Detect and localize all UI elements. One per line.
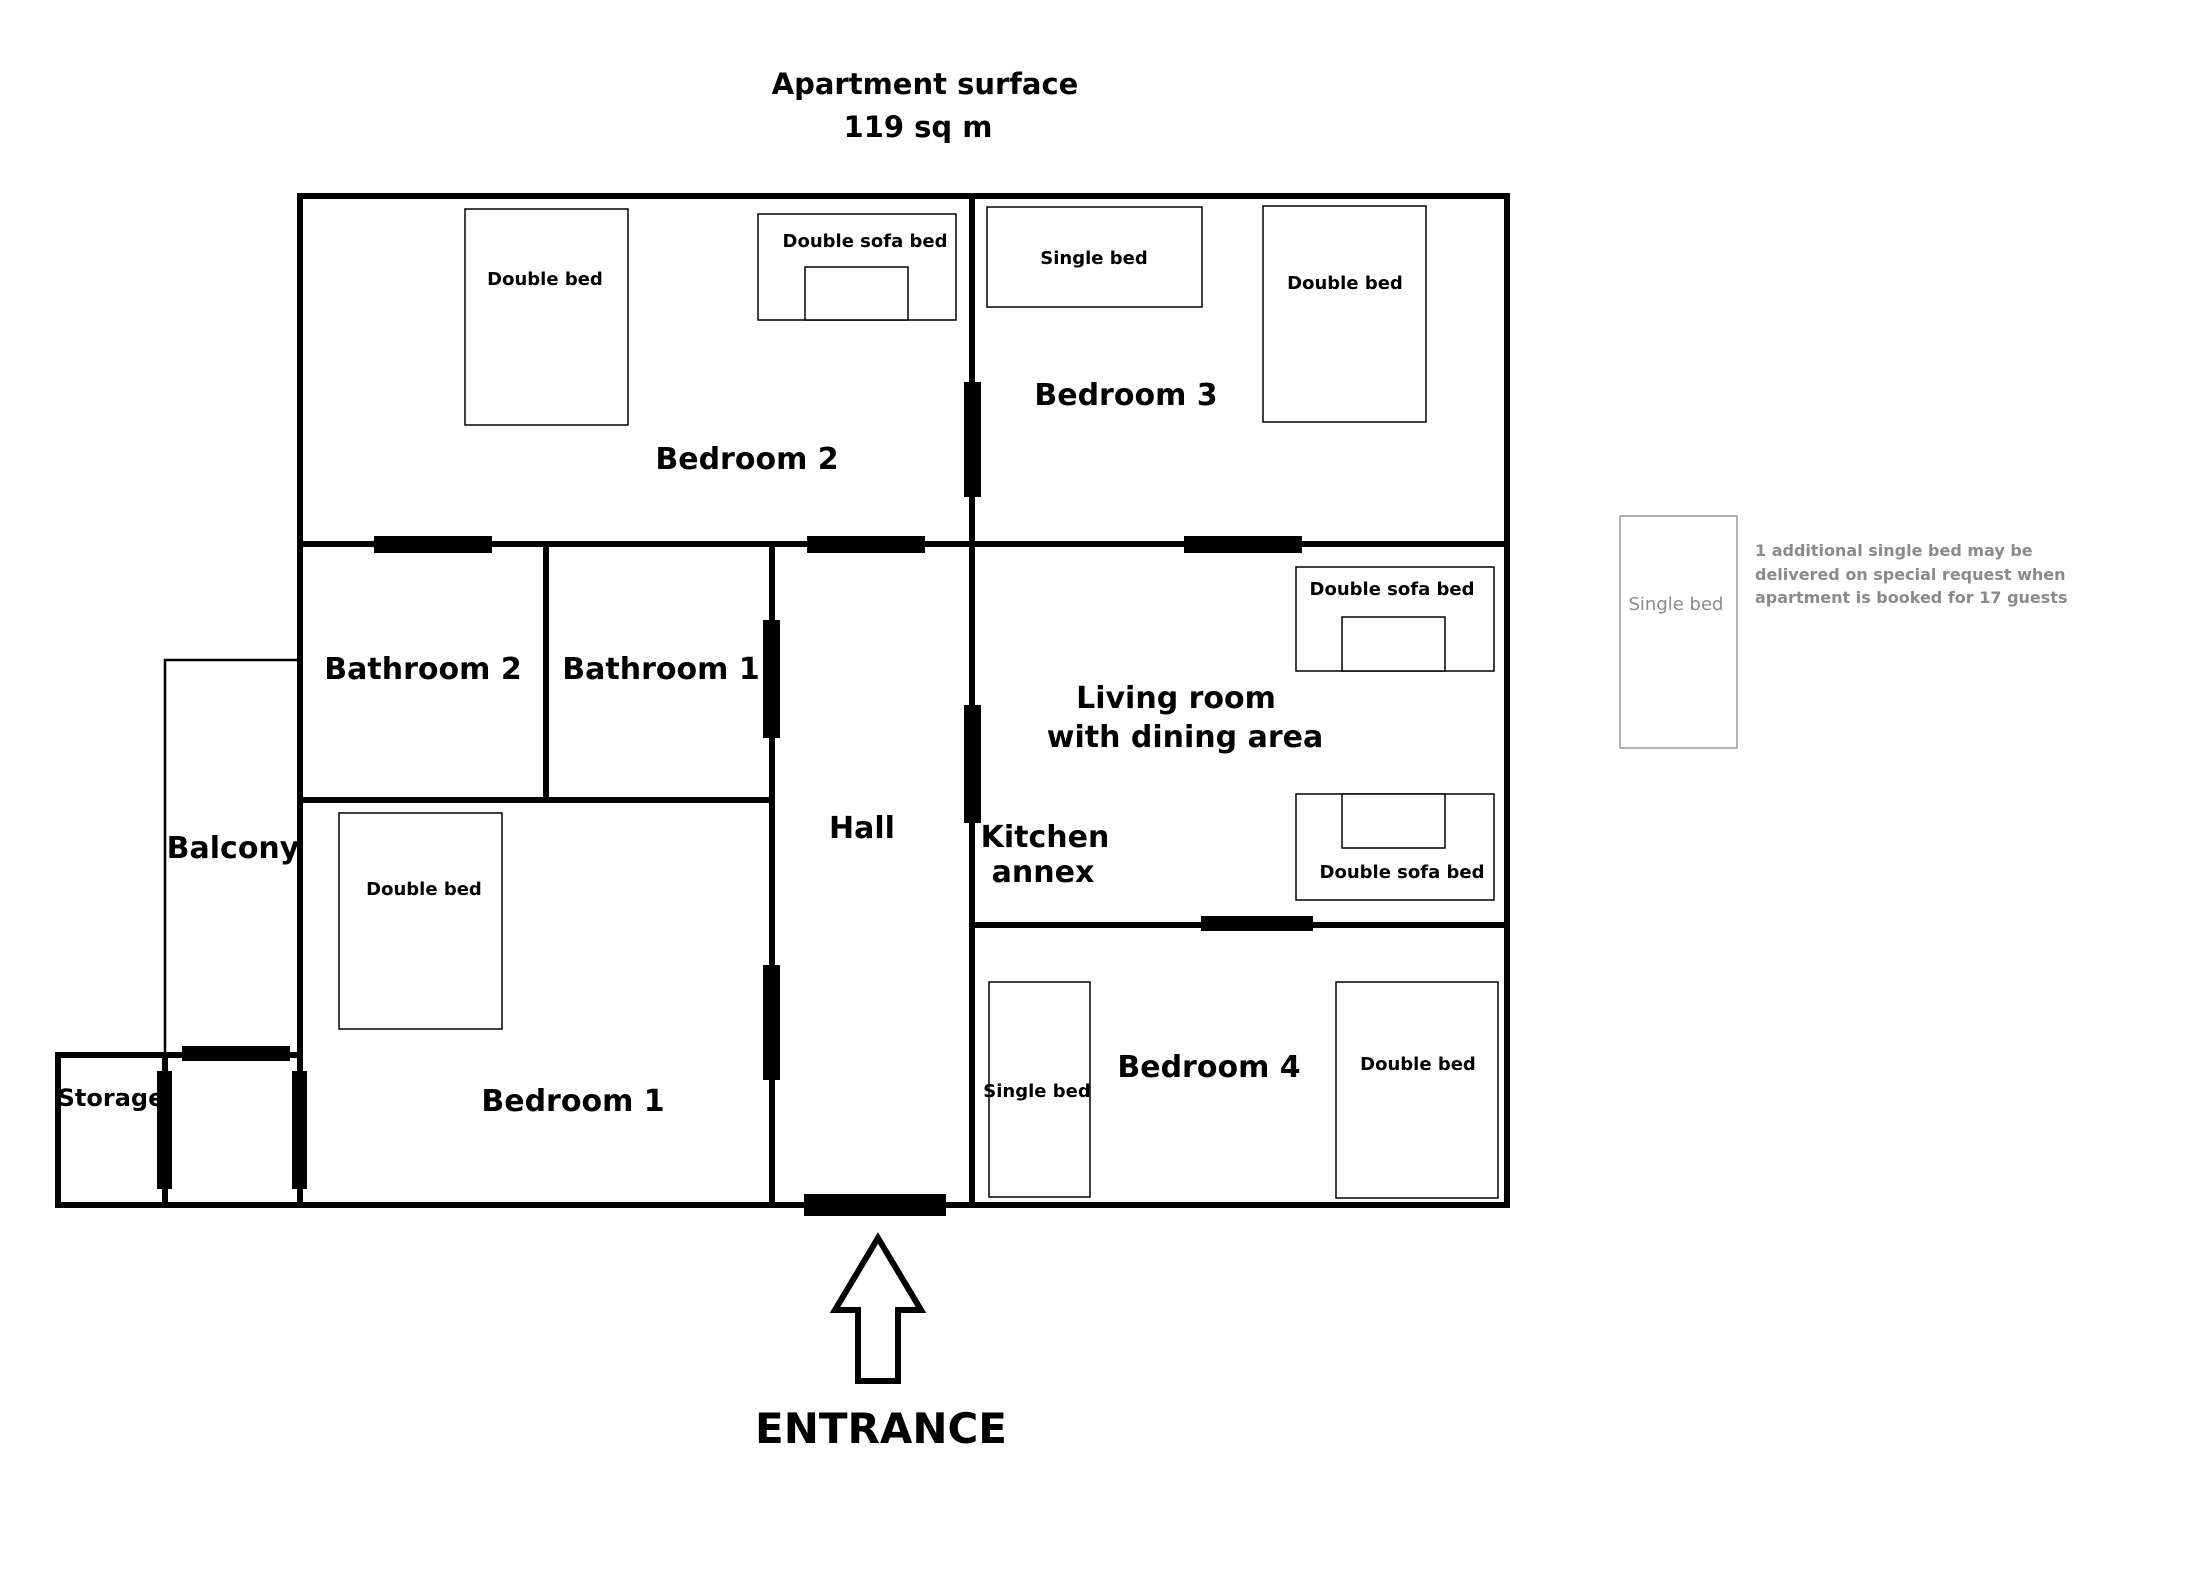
room-label-living-room: Living room (1076, 681, 1276, 716)
bedroom-4-double-bed: Double bed (1335, 981, 1499, 1199)
bedroom-3-single-bed: Single bed (986, 206, 1203, 308)
room-label-bedroom-2: Bedroom 2 (655, 442, 838, 477)
entrance-arrow-icon (829, 1232, 927, 1384)
room-label-bedroom-1: Bedroom 1 (481, 1084, 664, 1119)
bedroom-3-double-bed: Double bed (1262, 205, 1427, 423)
extra-bed-label: Single bed (1629, 594, 1724, 615)
single-bed-label: Single bed (983, 1081, 1090, 1102)
sofa-bed-label: Double sofa bed (1310, 579, 1475, 600)
doors (157, 382, 1313, 1216)
room-label-bedroom-3: Bedroom 3 (1034, 378, 1217, 413)
extra-bed-note-line-2: delivered on special request when (1755, 565, 2066, 584)
room-label-annex: annex (992, 855, 1095, 890)
bedroom-2-sofa-bed: Double sofa bed (757, 213, 957, 321)
double-bed-label: Double bed (1287, 273, 1403, 294)
room-label-dining-area: with dining area (1047, 720, 1323, 755)
balcony-storage-walls (55, 658, 303, 1208)
room-label-storage: Storage (58, 1084, 165, 1112)
plan-title: Apartment surface (772, 67, 1079, 101)
room-label-bathroom-2: Bathroom 2 (324, 652, 521, 687)
extra-bed-note-line-1: 1 additional single bed may be (1755, 541, 2033, 560)
bedroom-1-double-bed: Double bed (338, 812, 503, 1030)
sofa-bed-label: Double sofa bed (783, 231, 948, 252)
interior-walls (297, 193, 1510, 1208)
single-bed-label: Single bed (1040, 248, 1147, 269)
living-room-sofa-bed-bottom: Double sofa bed (1295, 793, 1495, 901)
double-bed-label: Double bed (366, 879, 482, 900)
extra-bed-note-line-3: apartment is booked for 17 guests (1755, 588, 2067, 607)
room-label-hall: Hall (829, 811, 895, 846)
room-label-bathroom-1: Bathroom 1 (562, 652, 759, 687)
bedroom-4-single-bed: Single bed (983, 981, 1091, 1198)
living-room-sofa-bed-top: Double sofa bed (1295, 566, 1495, 672)
sofa-bed-label: Double sofa bed (1320, 862, 1485, 883)
room-label-kitchen: Kitchen (981, 820, 1110, 855)
entrance-label: ENTRANCE (755, 1404, 1007, 1453)
extra-single-bed: Single bed (1619, 515, 1738, 749)
double-bed-label: Double bed (1360, 1054, 1476, 1075)
room-label-bedroom-4: Bedroom 4 (1117, 1050, 1300, 1085)
double-bed-label: Double bed (487, 269, 603, 290)
bedroom-2-double-bed: Double bed (464, 208, 629, 426)
plan-area: 119 sq m (844, 110, 993, 144)
room-label-balcony: Balcony (167, 831, 300, 866)
